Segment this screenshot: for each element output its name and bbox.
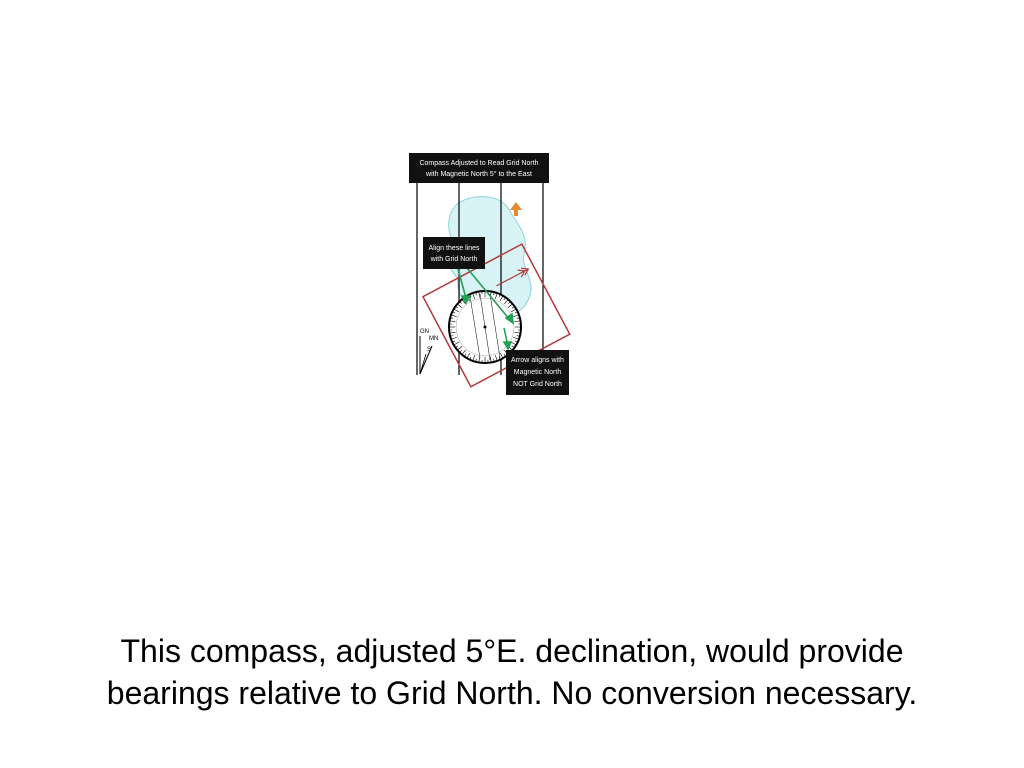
dial-tick	[516, 317, 520, 319]
dial-tick	[449, 331, 456, 334]
title-line-1: Compass Adjusted to Read Grid North	[419, 160, 538, 167]
direction-of-travel-icon	[496, 267, 530, 287]
dial-tick	[450, 317, 454, 319]
title-label-box: Compass Adjusted to Read Grid North with…	[409, 153, 549, 183]
dial-tick	[453, 308, 460, 313]
dial-tick	[449, 320, 456, 323]
compass-needle-icon	[455, 261, 514, 351]
dial-tick	[511, 306, 515, 309]
magnetic-north-label: MN	[429, 336, 438, 342]
north-arrow-icon	[510, 202, 522, 216]
arrow-line-1: Arrow aligns with	[511, 357, 564, 364]
dial-tick	[513, 336, 519, 340]
dial-tick	[451, 314, 457, 318]
dial-tick	[461, 349, 466, 355]
arrow-label-box: Arrow aligns with Magnetic North NOT Gri…	[506, 350, 569, 395]
dial-tick	[455, 345, 459, 348]
grid-north-label: GN	[420, 329, 429, 335]
dial-tick	[478, 291, 481, 298]
declination-diagram: GN MN S	[419, 329, 438, 375]
align-line-1: Align these lines	[429, 245, 480, 252]
dial-tick	[475, 292, 477, 296]
dial-tick	[511, 345, 515, 348]
dial-tick	[453, 341, 460, 346]
dial-tick	[452, 311, 456, 314]
dial-tick	[513, 314, 519, 318]
dial-tick	[503, 353, 506, 357]
dial-tick	[499, 295, 504, 302]
dial-tick	[510, 341, 517, 346]
align-line-2: with Grid North	[430, 256, 478, 263]
dial-tick	[457, 303, 463, 308]
align-label-box: Align these lines with Grid North	[423, 237, 485, 269]
dial-tick	[459, 301, 462, 304]
title-line-2: with Magnetic North 5° to the East	[425, 170, 532, 178]
dial-tick	[508, 301, 511, 304]
dial-tick	[455, 306, 459, 309]
dial-tick	[450, 335, 454, 337]
arrow-line-3: NOT Grid North	[513, 381, 562, 388]
arrow-line-2: Magnetic North	[514, 369, 562, 376]
dial-tick	[514, 331, 521, 334]
slide-caption: This compass, adjusted 5°E. declination,…	[0, 630, 1024, 714]
dial-tick	[475, 358, 477, 362]
dial-tick	[498, 294, 501, 298]
dial-tick	[514, 320, 521, 323]
dial-tick	[493, 358, 495, 362]
dial-tick	[494, 355, 498, 361]
dial-tick	[472, 355, 476, 361]
dial-tick	[499, 352, 504, 359]
compass-diagram: GN MN S Compass Adjusted to Read Grid No…	[409, 153, 571, 395]
dial-tick	[516, 335, 520, 337]
caption-line-1: This compass, adjusted 5°E. declination,…	[120, 633, 904, 669]
dial-tick	[457, 346, 463, 351]
dial-tick	[469, 356, 472, 360]
star-label: S	[427, 347, 431, 353]
dial-tick	[464, 353, 467, 357]
dial-tick	[459, 350, 462, 353]
dial-tick	[507, 303, 513, 308]
dial-tick	[514, 340, 518, 343]
dial-tick	[504, 299, 509, 305]
dial-tick	[489, 356, 492, 363]
caption-line-2: bearings relative to Grid North. No conv…	[106, 675, 918, 711]
dial-tick	[514, 311, 518, 314]
dial-tick	[451, 336, 457, 340]
dial-tick	[466, 352, 471, 359]
dial-tick	[472, 293, 476, 299]
dial-tick	[498, 356, 501, 360]
dial-tick	[493, 292, 495, 296]
dial-tick	[478, 356, 481, 363]
dial-tick	[503, 297, 506, 301]
dial-tick	[494, 293, 498, 299]
dial-tick	[452, 340, 456, 343]
dial-tick	[461, 299, 466, 305]
dial-tick	[510, 308, 517, 313]
